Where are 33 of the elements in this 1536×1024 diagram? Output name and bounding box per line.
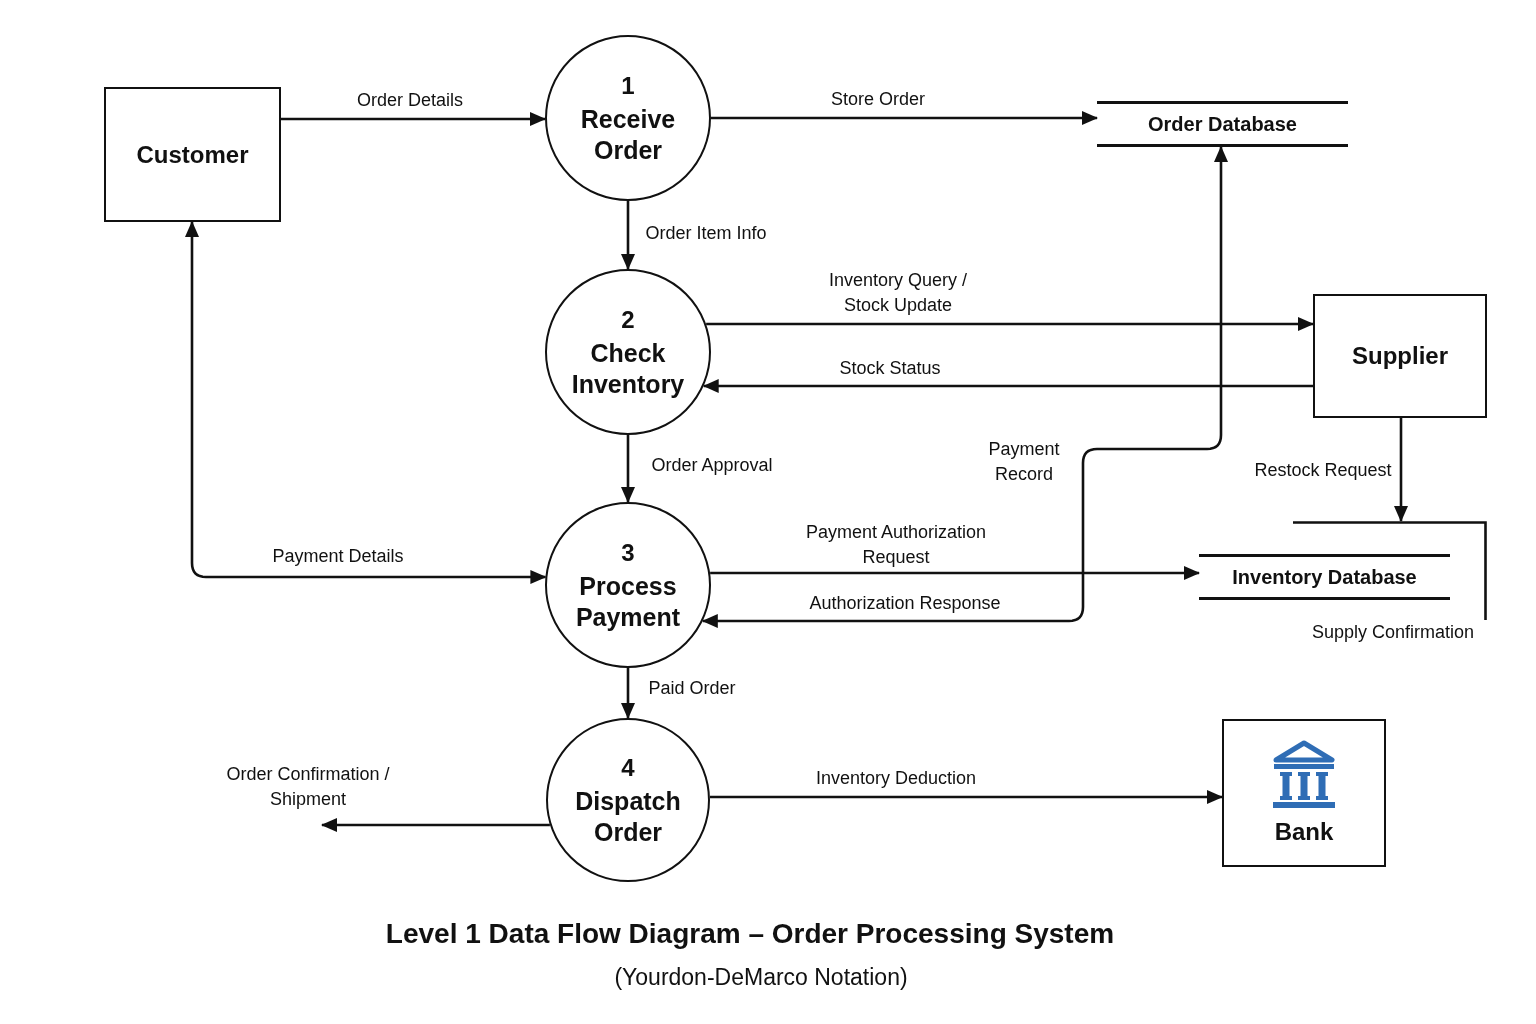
flow-arrow xyxy=(621,435,635,503)
entity-name: Customer xyxy=(136,139,249,170)
flow-arrow xyxy=(706,317,1314,331)
diagram-title: Level 1 Data Flow Diagram – Order Processing System xyxy=(385,918,1115,950)
entity-name: Bank xyxy=(1274,817,1334,847)
flow-arrow xyxy=(185,221,547,584)
flow-arrow xyxy=(321,818,550,832)
flow-arrow xyxy=(621,201,635,270)
flow-arrow xyxy=(710,566,1200,580)
entity-name: Supplier xyxy=(1352,341,1448,371)
process-number: 3 xyxy=(621,537,635,568)
external-entity-box xyxy=(1313,294,1487,418)
process-name: Receive Order xyxy=(579,104,677,166)
store-name: Order Database xyxy=(1148,111,1297,137)
flow-arrow xyxy=(281,112,546,126)
data-store xyxy=(1199,521,1487,620)
store-name: Inventory Database xyxy=(1232,564,1417,590)
flow-arrow xyxy=(1394,418,1408,522)
external-entity-box xyxy=(1222,719,1386,867)
data-store xyxy=(1097,101,1348,147)
process-name: Dispatch Order xyxy=(574,786,682,848)
flow-arrow xyxy=(701,146,1228,628)
flow-arrow xyxy=(711,111,1098,125)
process-number: 4 xyxy=(621,752,635,783)
flow-arrow xyxy=(621,668,635,719)
external-entity-box xyxy=(104,87,281,222)
flow-arrow xyxy=(702,379,1313,393)
diagram-caption: (Yourdon-DeMarco Notation) xyxy=(614,964,908,991)
flow-arrow xyxy=(709,790,1223,804)
process-number: 1 xyxy=(621,70,635,101)
process-name: Check Inventory xyxy=(570,338,686,400)
process-name: Process Payment xyxy=(574,571,682,633)
process-number: 2 xyxy=(621,304,635,335)
